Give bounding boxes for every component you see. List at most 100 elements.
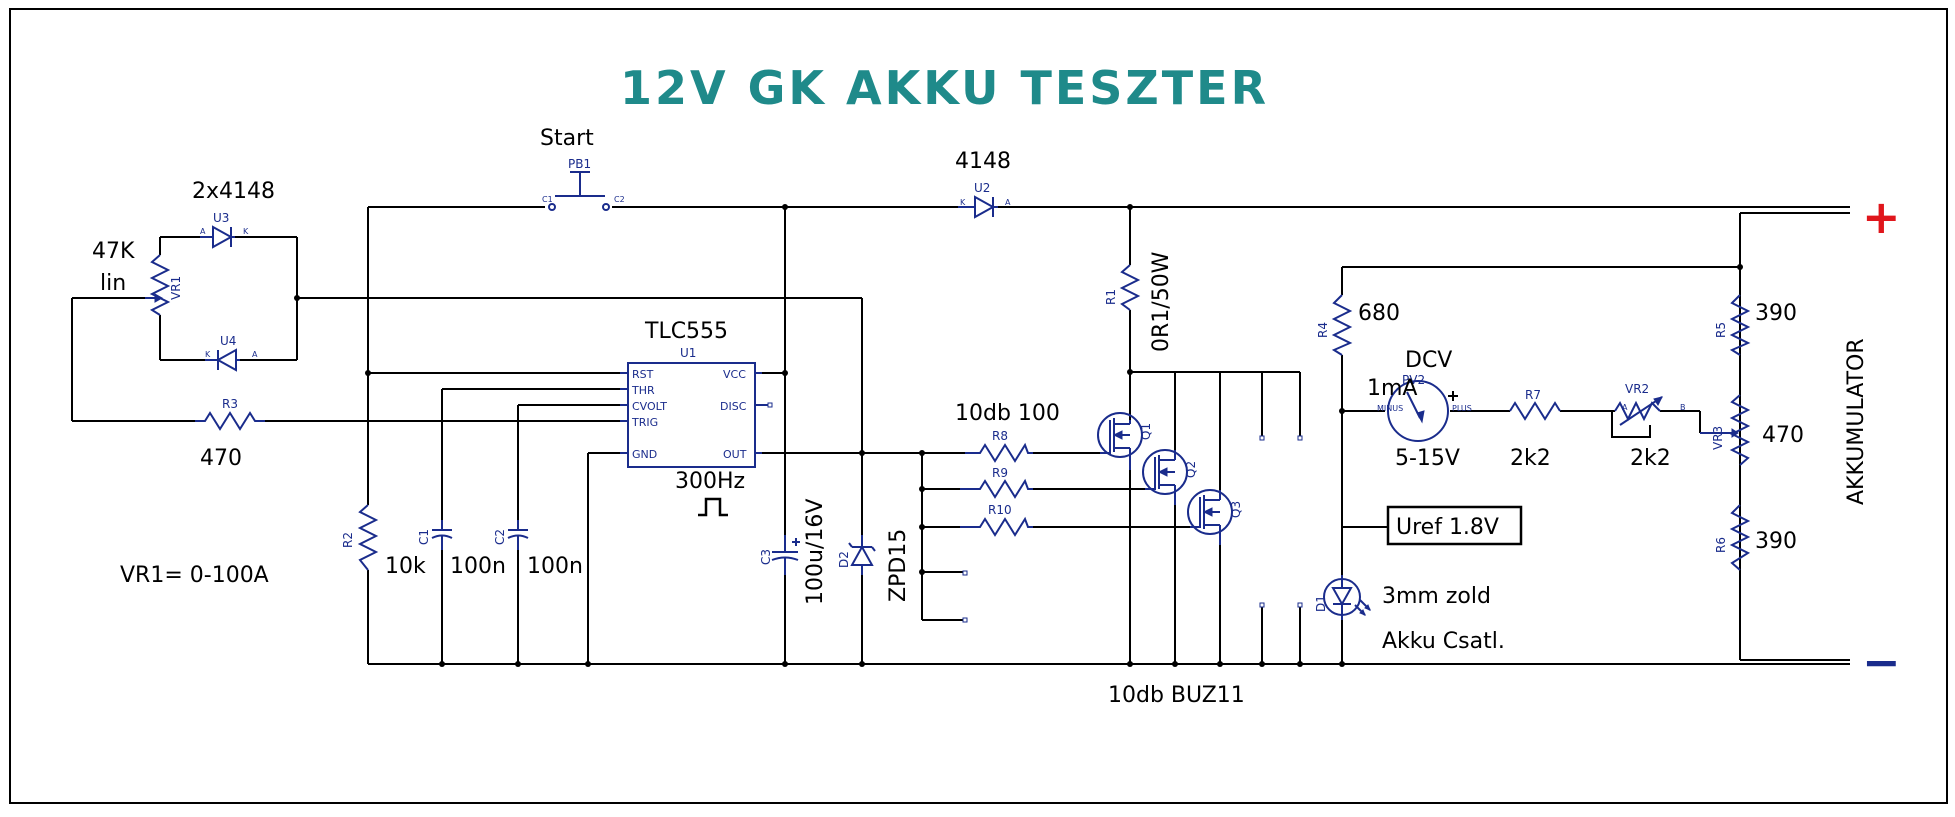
diode-u4: K A: [205, 348, 258, 372]
label-c3-value: 100u/16V: [803, 499, 828, 605]
ref-pv2: PV2: [1402, 373, 1425, 387]
pv2-pin-plus: PLUS: [1452, 404, 1472, 413]
ref-vr1: VR1: [169, 276, 183, 300]
square-wave-icon: [698, 497, 728, 517]
label-pot-value: 47K: [92, 239, 135, 264]
pb1-pin-c1: C1: [542, 195, 553, 204]
u3-pin-k: K: [243, 227, 249, 236]
uref-box: Uref 1.8V: [1386, 505, 1523, 546]
label-2x4148: 2x4148: [192, 179, 275, 204]
u2-pin-a: A: [1005, 198, 1011, 207]
label-c2-value: 100n: [527, 554, 583, 579]
resistor-r3: [195, 411, 265, 431]
capacitor-c2: [507, 520, 529, 550]
resistor-r2: [357, 504, 379, 571]
ic-pin-gnd: GND: [632, 448, 657, 461]
resistor-r9: [960, 478, 1033, 499]
label-res-bank: 10db 100: [955, 401, 1060, 426]
diode-u2: K A: [958, 195, 1011, 219]
label-meter-range: 5-15V: [1395, 446, 1460, 471]
label-r6-value: 390: [1755, 529, 1797, 554]
minus-terminal-icon: −: [1862, 635, 1901, 689]
mosfet-q3: [1187, 489, 1233, 545]
u3-pin-a: A: [200, 227, 206, 236]
ref-r6: R6: [1714, 537, 1728, 553]
junction-dots: [294, 204, 1743, 667]
label-r7-value: 2k2: [1510, 446, 1551, 471]
label-pot-taper: lin: [100, 271, 126, 296]
ref-pb1: PB1: [568, 157, 591, 171]
pv2-pin-minus: MINUS: [1377, 404, 1403, 413]
ic-u1-tlc555: [620, 362, 768, 468]
label-meter-type: DCV: [1405, 348, 1452, 373]
voltmeter-pv2: [1387, 380, 1458, 442]
ref-r7: R7: [1525, 388, 1541, 402]
label-start: Start: [540, 126, 594, 151]
ref-q3: Q3: [1229, 501, 1243, 518]
u4-pin-a: A: [252, 350, 258, 359]
capacitor-c1: [431, 520, 453, 550]
ic-pin-cvolt: CVOLT: [632, 400, 667, 413]
label-zener: ZPD15: [886, 529, 911, 602]
u4-pin-k: K: [205, 350, 211, 359]
resistor-r1: [1119, 264, 1141, 311]
label-mosfets: 10db BUZ11: [1108, 683, 1245, 708]
potentiometer-vr1: [145, 254, 171, 316]
ref-u3: U3: [213, 211, 229, 225]
label-uref: Uref 1.8V: [1396, 515, 1499, 540]
label-vr2-value: 2k2: [1630, 446, 1671, 471]
schematic-title: 12V GK AKKU TESZTER: [620, 61, 1269, 115]
ref-r10: R10: [988, 503, 1012, 517]
ref-vr2: VR2: [1625, 382, 1649, 396]
trimmer-vr2: [1614, 396, 1663, 426]
label-range-note: VR1= 0-100A: [120, 563, 269, 588]
led-d1: [1323, 575, 1371, 620]
ic-pin-vcc: VCC: [723, 368, 746, 381]
ref-d2: D2: [837, 551, 851, 568]
ref-r3: R3: [222, 397, 238, 411]
resistor-r7: [1509, 401, 1561, 421]
ref-r1: R1: [1104, 289, 1118, 305]
label-vr3-value: 470: [1762, 423, 1804, 448]
ref-u2: U2: [974, 181, 990, 195]
ref-r9: R9: [992, 466, 1008, 480]
label-led-note: Akku Csatl.: [1382, 629, 1505, 654]
ref-c1: C1: [417, 529, 431, 545]
label-r1-value: 0R1/50W: [1149, 251, 1174, 352]
label-r5-value: 390: [1755, 301, 1797, 326]
label-meter-current: 1mA: [1367, 376, 1417, 401]
ref-d1: D1: [1314, 595, 1328, 612]
ref-r5: R5: [1714, 322, 1728, 338]
label-ic-name: TLC555: [644, 319, 728, 344]
label-freq: 300Hz: [675, 469, 745, 494]
capacitor-c3: [771, 535, 800, 575]
ref-q2: Q2: [1184, 461, 1198, 478]
label-battery: AKKUMULATOR: [1844, 338, 1869, 505]
potentiometer-vr3: [1700, 394, 1751, 466]
mosfet-q1: [1097, 412, 1143, 470]
vr2-pin-a: A: [1622, 403, 1628, 412]
ic-pin-rst: RST: [632, 368, 654, 381]
resistor-r8: [965, 442, 1033, 463]
label-r2-value: 10k: [385, 554, 426, 579]
pushbutton-pb1: C1 C2: [542, 171, 625, 211]
ic-pin-disc: DISC: [720, 400, 747, 413]
label-c1-value: 100n: [450, 554, 506, 579]
resistor-r10: [960, 516, 1033, 537]
resistor-r5: [1729, 294, 1751, 356]
ref-u4: U4: [220, 334, 236, 348]
u2-pin-k: K: [960, 198, 966, 207]
ref-q1: Q1: [1139, 423, 1153, 440]
ref-u1: U1: [680, 346, 696, 360]
resistor-r4: [1331, 294, 1353, 356]
sheet-frame: [9, 8, 1948, 804]
diode-u3: A K: [200, 225, 249, 249]
ref-r4: R4: [1316, 322, 1330, 338]
ref-c3: C3: [759, 549, 773, 565]
pb1-pin-c2: C2: [614, 195, 625, 204]
label-r4-value: 680: [1358, 301, 1400, 326]
ic-pin-out: OUT: [723, 448, 747, 461]
vr2-pin-b: B: [1680, 403, 1686, 412]
